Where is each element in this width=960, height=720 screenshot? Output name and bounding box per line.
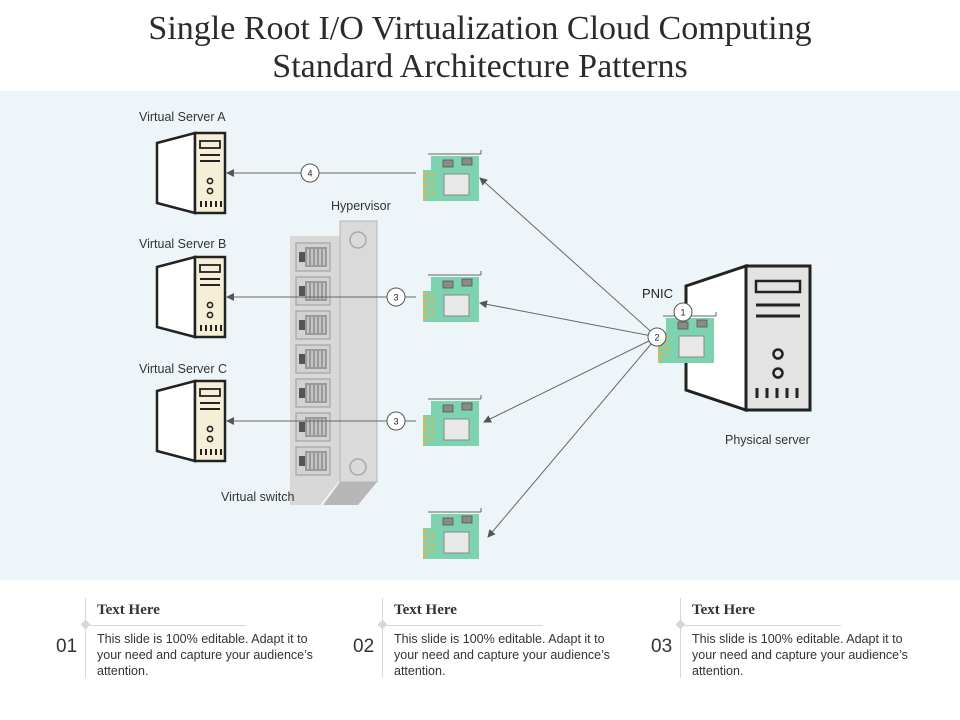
footer-heading-rule xyxy=(387,625,543,626)
footer-heading-rule xyxy=(685,625,841,626)
title-line-2: Standard Architecture Patterns xyxy=(272,48,688,85)
footer-item-2: 02 Text Here This slide is 100% editable… xyxy=(353,598,625,678)
virtual-server-c-label: Virtual Server C xyxy=(139,362,227,376)
step-marker-2: 2 xyxy=(647,327,667,347)
footer-heading: Text Here xyxy=(394,602,457,618)
footer-divider xyxy=(85,598,86,678)
footer-number: 03 xyxy=(651,636,673,657)
virtual-server-b-label: Virtual Server B xyxy=(139,237,227,251)
connector-arrows xyxy=(226,169,658,538)
virtual-switch-icon xyxy=(290,220,378,505)
footer-heading: Text Here xyxy=(692,602,755,618)
svg-text:1: 1 xyxy=(680,308,685,318)
virtual-server-b-icon xyxy=(155,255,227,339)
virtual-switch-label: Virtual switch xyxy=(221,490,295,504)
vnic-card-1-icon xyxy=(422,149,482,202)
hypervisor-label: Hypervisor xyxy=(331,199,391,213)
pnic-label: PNIC xyxy=(642,286,674,301)
footer-divider xyxy=(382,598,383,678)
footer-divider xyxy=(680,598,681,678)
virtual-server-a-label: Virtual Server A xyxy=(139,110,226,124)
vnic-card-2-icon xyxy=(422,270,482,323)
svg-text:3: 3 xyxy=(393,293,398,303)
footer-heading-rule xyxy=(90,625,246,626)
virtual-server-c-icon xyxy=(155,379,227,463)
title-line-1: Single Root I/O Virtualization Cloud Com… xyxy=(148,10,812,47)
footer-body-text: This slide is 100% editable. Adapt it to… xyxy=(394,632,610,678)
footer-item-1: 01 Text Here This slide is 100% editable… xyxy=(56,598,328,678)
step-marker-3-top: 3 xyxy=(386,287,406,307)
step-marker-1: 1 xyxy=(673,302,693,322)
vnic-card-4-icon xyxy=(422,507,482,560)
step-marker-3-bottom: 3 xyxy=(386,411,406,431)
footer-number: 02 xyxy=(353,636,375,657)
footer-number: 01 xyxy=(56,636,78,657)
physical-server-icon xyxy=(684,263,812,413)
physical-server-label: Physical server xyxy=(725,433,810,447)
footer-heading: Text Here xyxy=(97,602,160,618)
vnic-card-3-icon xyxy=(422,394,482,447)
footer-item-3: 03 Text Here This slide is 100% editable… xyxy=(651,598,923,678)
svg-text:3: 3 xyxy=(393,417,398,427)
svg-text:4: 4 xyxy=(307,169,312,179)
footer-body-text: This slide is 100% editable. Adapt it to… xyxy=(97,632,313,678)
svg-text:2: 2 xyxy=(654,333,659,343)
slide-title: Single Root I/O Virtualization Cloud Com… xyxy=(0,10,960,86)
footer-body-text: This slide is 100% editable. Adapt it to… xyxy=(692,632,908,678)
step-marker-4: 4 xyxy=(300,163,320,183)
virtual-server-a-icon xyxy=(155,131,227,215)
